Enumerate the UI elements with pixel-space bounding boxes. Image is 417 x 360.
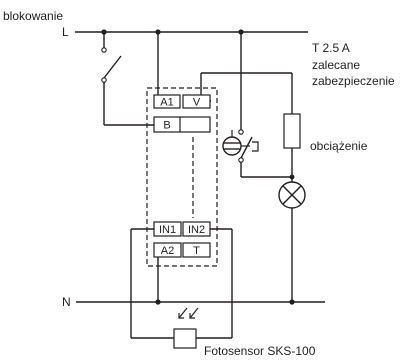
v-wire	[200, 72, 293, 114]
relay-coil-icon	[222, 130, 242, 156]
junction-dots	[101, 29, 295, 305]
device-housing	[146, 87, 218, 267]
photosensor-label: Fotosensor SKS-100	[204, 344, 316, 358]
terminal-in2: IN2	[182, 221, 211, 237]
terminal-a1: A1	[153, 94, 181, 109]
svg-text:IN2: IN2	[188, 224, 205, 236]
svg-text:B: B	[163, 120, 170, 132]
terminal-in1: IN1	[153, 221, 182, 237]
svg-text:A1: A1	[160, 97, 173, 109]
terminal-a2: A2	[153, 242, 182, 258]
blocking-label: blokowanie	[3, 9, 63, 23]
in2-wire	[196, 228, 233, 339]
photosensor	[173, 328, 197, 349]
line-label: L	[62, 25, 69, 39]
neutral-label: N	[62, 295, 71, 309]
blocking-switch	[101, 32, 158, 126]
load-label: obciążenie	[310, 139, 368, 153]
fuse-note-label-1: zalecane	[312, 58, 360, 72]
in1-wire	[130, 228, 174, 339]
svg-text:A2: A2	[161, 245, 174, 257]
terminal-b: B	[153, 116, 211, 133]
load-lamp-icon	[278, 181, 306, 209]
fuse	[283, 113, 301, 149]
terminal-t: T	[182, 242, 211, 258]
relay-contact	[238, 129, 295, 180]
svg-text:V: V	[193, 97, 201, 109]
svg-text:T: T	[193, 245, 200, 257]
fuse-rating-label: T 2.5 A	[312, 41, 350, 55]
fuse-note-label-2: zabezpieczenie	[312, 74, 395, 88]
light-arrows-icon	[178, 307, 199, 319]
terminal-v: V	[182, 94, 211, 109]
svg-text:IN1: IN1	[159, 224, 176, 236]
